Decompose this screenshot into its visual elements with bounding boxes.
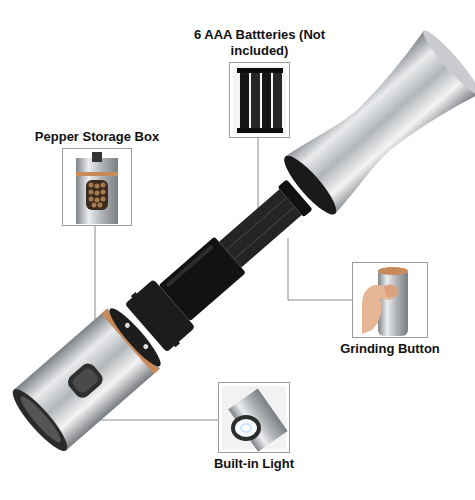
light-rim <box>231 415 261 441</box>
grinder-shaft <box>92 152 102 162</box>
callout-inset: 6 AAA Battteries (Not included) <box>229 62 290 138</box>
carriage-slot <box>234 207 294 259</box>
grinder-top-body <box>275 26 475 223</box>
light-inset-art <box>222 386 288 452</box>
pepper-window <box>86 180 108 210</box>
callout-inset: Built-in Light <box>218 382 290 453</box>
peppercorns <box>89 183 94 188</box>
peppercorns <box>95 198 100 203</box>
peppercorns <box>89 183 106 208</box>
battery-inset-art <box>233 66 286 134</box>
holder-notch <box>170 337 180 347</box>
battery-carriage <box>219 189 302 267</box>
peppercorns <box>98 203 103 208</box>
callout-inset: Pepper Storage Box <box>62 148 132 226</box>
light-cylinder <box>228 389 287 452</box>
holder-notch <box>131 292 141 302</box>
callout-label: 6 AAA Battteries (Not included) <box>185 27 335 59</box>
battery-rim <box>237 128 283 133</box>
peppercorns <box>95 184 100 189</box>
light-led <box>241 424 251 432</box>
leader-lines <box>50 138 352 420</box>
base-opening <box>6 383 74 456</box>
grinder-handle <box>378 268 408 336</box>
grinder-exploded <box>5 26 475 458</box>
pepper-inset-art <box>76 152 118 224</box>
peppercorns <box>101 183 106 188</box>
top-body-opening <box>278 150 343 220</box>
storage-body <box>76 158 118 224</box>
peppercorns <box>101 190 106 195</box>
inset-bg <box>233 66 286 134</box>
peppercorns <box>89 197 94 202</box>
peppercorns <box>95 191 100 196</box>
battery-rim <box>237 68 283 73</box>
copper-ring <box>76 172 118 176</box>
callout-label: Built-in Light <box>184 456 324 472</box>
top-body-end <box>418 26 475 99</box>
callout-label: Grinding Button <box>320 341 460 357</box>
light-glow <box>235 419 257 437</box>
grind-button <box>65 360 106 401</box>
button-inset-art <box>362 267 408 336</box>
grind-button-face <box>70 366 100 395</box>
battery-cell <box>273 72 282 130</box>
callout-label: Pepper Storage Box <box>12 129 182 145</box>
contact-pin <box>142 343 149 350</box>
battery-holder <box>123 169 322 354</box>
thumb <box>384 284 398 297</box>
battery-cell <box>251 72 260 130</box>
carriage-slot <box>226 198 286 250</box>
contact-pin <box>124 322 131 329</box>
copper-ring <box>378 267 408 275</box>
peppercorns <box>92 203 97 208</box>
peppercorns <box>89 190 94 195</box>
battery-cell <box>262 72 271 130</box>
peppercorns <box>101 197 106 202</box>
battery-cell <box>240 72 249 130</box>
holder-highlight <box>166 245 214 287</box>
callout-inset: Grinding Button <box>352 262 428 338</box>
leader-line <box>288 238 352 300</box>
base-inner <box>17 393 65 446</box>
light-body <box>228 389 287 452</box>
